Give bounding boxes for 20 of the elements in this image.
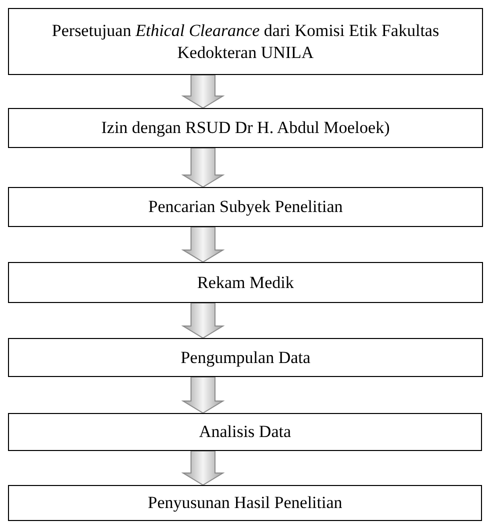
step-text: Persetujuan Ethical Clearance dari Komisi Etik Fakultas Kedokteran UNILA (50, 20, 440, 64)
step-text: Pencarian Subyek Penelitian (148, 196, 343, 218)
step-text: Rekam Medik (197, 272, 294, 294)
process-box (8, 108, 483, 148)
process-box (8, 413, 482, 451)
process-box (8, 187, 483, 227)
process-box (8, 485, 482, 521)
process-box (8, 8, 483, 75)
block-arrow (181, 376, 225, 414)
process-box (8, 338, 483, 377)
step-text: Pengumpulan Data (180, 346, 310, 368)
block-arrow (181, 148, 225, 188)
block-arrow (181, 450, 225, 486)
block-arrow (181, 226, 225, 263)
block-arrow (181, 302, 225, 339)
step-text: Izin dengan RSUD Dr H. Abdul Moeloek) (101, 117, 390, 139)
step-text: Analisis Data (198, 421, 292, 443)
block-arrow (181, 74, 225, 109)
step-text: Penyusunan Hasil Penelitian (148, 492, 342, 514)
process-box (8, 262, 483, 303)
